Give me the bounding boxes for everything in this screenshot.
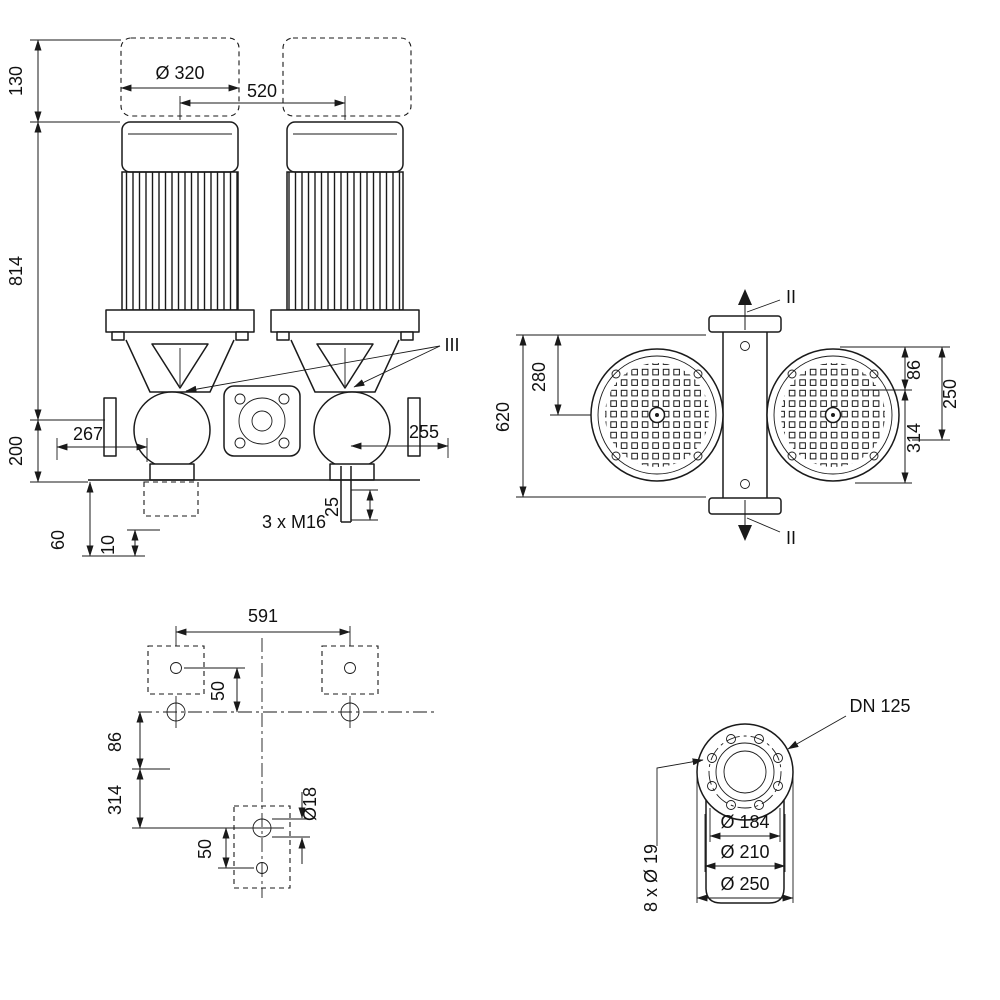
dim-motor-diameter: Ø 320 [155, 63, 204, 83]
dim-hole-pitch-bottom: 50 [195, 839, 215, 859]
right-fan-cover [766, 348, 900, 482]
dim-clearance-height: 130 [6, 66, 26, 96]
dim-total-height: 814 [6, 256, 26, 286]
dim-port-height: 250 [940, 379, 960, 409]
front-elevation-view: Ø 320 520 130 814 200 267 255 [6, 37, 460, 557]
hidden-foundation-pad [143, 481, 199, 517]
flange-dimensions: DN 125 Ø 184 Ø 210 Ø 250 8 x Ø 19 [641, 696, 911, 912]
bolt-circle [708, 735, 782, 809]
dim-bolt-circle-diameter: Ø 210 [720, 842, 769, 862]
dim-total-width: 620 [493, 402, 513, 432]
pump-casing [88, 385, 421, 523]
vent-screw-2 [740, 479, 750, 489]
foundation-dimensions: 591 50 86 314 50 Ø18 [105, 606, 351, 869]
flange-body [696, 723, 794, 904]
dim-outer-diameter: Ø 250 [720, 874, 769, 894]
dim-edge-to-axis-small: 86 [904, 360, 924, 380]
section-arrow-down [738, 525, 752, 541]
dim-axis-to-base: 200 [6, 436, 26, 466]
dim-hub-diameter: Ø 184 [720, 812, 769, 832]
dim-edge-to-axis-large: 314 [904, 423, 924, 453]
vent-screw [740, 341, 750, 351]
dim-hole-diameter: Ø18 [300, 787, 320, 821]
dim-motor-spacing: 520 [247, 81, 277, 101]
dim-drain-offset: 25 [322, 497, 342, 517]
dim-hole-pitch-top: 50 [208, 681, 228, 701]
foundation-centerlines [138, 638, 436, 898]
dim-row-offset: 86 [105, 732, 125, 752]
section-label-ii-bottom: II [786, 528, 796, 548]
anchor-bolt-spec: 3 x M16 [262, 512, 326, 532]
dim-foundation-depth: 60 [48, 530, 68, 550]
bolt-hole-spec: 8 x Ø 19 [641, 844, 661, 912]
left-fan-cover [590, 348, 724, 482]
section-arrow-up [738, 289, 752, 305]
dim-right-offset: 255 [409, 422, 439, 442]
flange-detail-view: DN 125 Ø 184 Ø 210 Ø 250 8 x Ø 19 [641, 696, 911, 912]
dim-axis-offset: 280 [529, 362, 549, 392]
section-arrows-ii: II II [738, 287, 796, 548]
dim-row-spacing: 314 [105, 785, 125, 815]
dim-grout-height: 10 [98, 535, 118, 555]
section-label-ii-top: II [786, 287, 796, 307]
foundation-plan-view: 591 50 86 314 50 Ø18 [105, 606, 436, 898]
left-motor [105, 121, 255, 393]
top-view-dimensions: 620 280 86 314 250 [493, 334, 960, 498]
top-view: II II 620 280 86 314 250 [493, 287, 960, 548]
nominal-diameter-label: DN 125 [849, 696, 910, 716]
section-label-iii: III [444, 335, 459, 355]
dim-bolt-span: 591 [248, 606, 278, 626]
front-dimensions: Ø 320 520 130 814 200 267 255 [6, 39, 460, 557]
dim-left-offset: 267 [73, 424, 103, 444]
